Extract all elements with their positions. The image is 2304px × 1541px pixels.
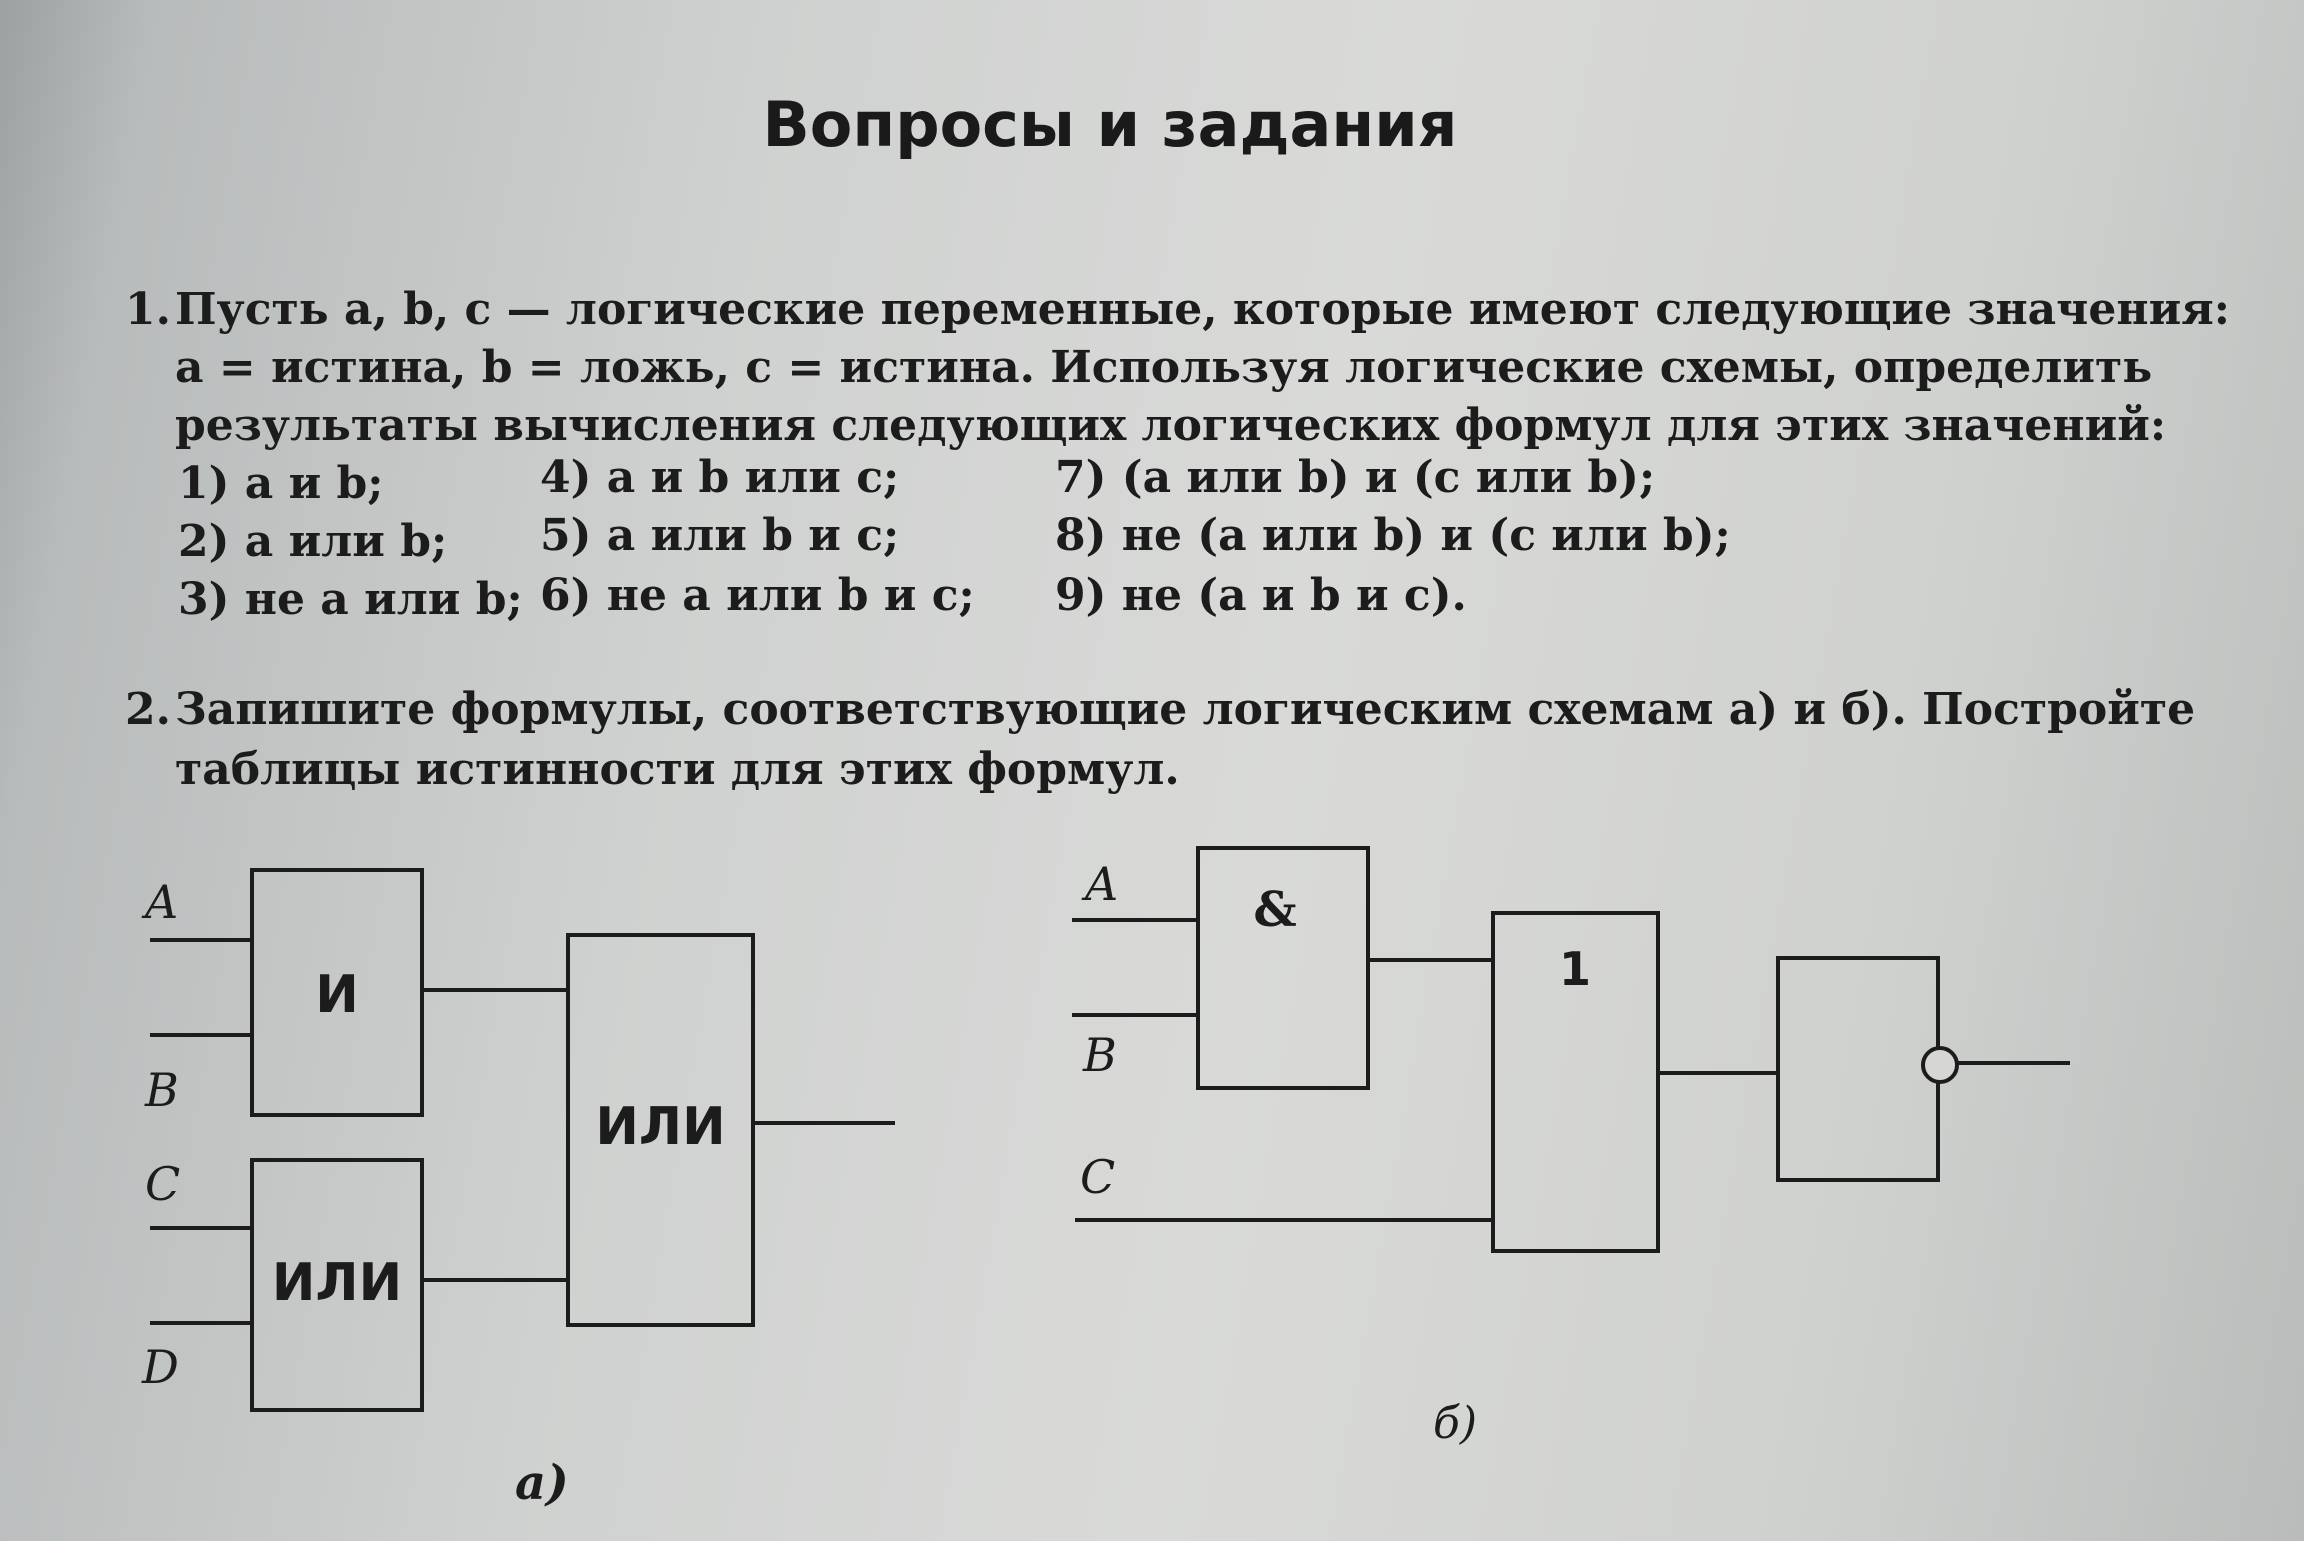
task-1-line-3: результаты вычисления следующих логическ…: [175, 400, 2167, 451]
and-gate-symbol: &: [1253, 882, 1297, 938]
formula-item: 4) a и b или c;: [540, 452, 900, 503]
and-gate-box: [250, 868, 424, 1117]
input-label-b-b: B: [1083, 1028, 1117, 1082]
formula-item: 8) не (a или b) и (c или b);: [1055, 510, 1731, 561]
input-label-c-b: C: [1080, 1150, 1116, 1204]
page-title: Вопросы и задания: [762, 88, 1458, 161]
task-1-number: 1.: [125, 284, 171, 335]
diagram-b-caption: б): [1433, 1398, 1478, 1449]
formula-item: 9) не (a и b и c).: [1055, 570, 1467, 621]
task-1-line-2: a = истина, b = ложь, c = истина. Исполь…: [175, 342, 2153, 393]
input-label-c: C: [145, 1157, 181, 1211]
task-2-line-1: Запишите формулы, соответствующие логиче…: [175, 684, 2196, 735]
and-gate-label: И: [315, 965, 359, 1025]
or-gate-label-1: ИЛИ: [271, 1253, 403, 1313]
diagram-a-caption: а): [515, 1455, 569, 1511]
input-label-a: A: [145, 875, 179, 929]
task-1-line-1: Пусть a, b, c — логические переменные, к…: [175, 284, 2230, 335]
inversion-circle: [1921, 1046, 1959, 1084]
and-gate-box-b: [1196, 846, 1370, 1090]
input-label-b: B: [145, 1063, 179, 1117]
formula-item: 7) (a или b) и (c или b);: [1055, 452, 1656, 503]
or-gate-label-2: ИЛИ: [595, 1097, 726, 1157]
input-label-a-b: A: [1085, 857, 1119, 911]
or-gate-symbol: 1: [1558, 942, 1591, 996]
formula-item: 6) не a или b и c;: [540, 570, 975, 621]
formula-item: 2) a или b;: [178, 516, 448, 567]
formula-item: 1) a и b;: [178, 458, 384, 509]
not-gate-box-b: [1776, 956, 1940, 1182]
task-2-line-2: таблицы истинности для этих формул.: [175, 744, 1180, 795]
task-2-number: 2.: [125, 684, 171, 735]
formula-item: 5) a или b и c;: [540, 510, 900, 561]
or-gate-box-1: [250, 1158, 424, 1412]
or-gate-box-2: [566, 933, 755, 1327]
or-gate-box-b: [1491, 911, 1660, 1253]
input-label-d: D: [142, 1340, 179, 1394]
formula-item: 3) не a или b;: [178, 574, 523, 625]
